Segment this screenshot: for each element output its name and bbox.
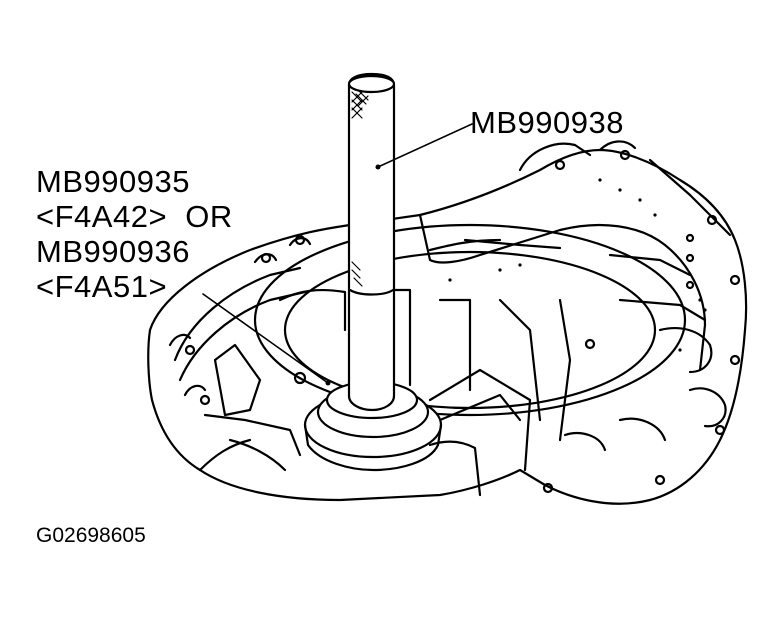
leader-line-installer-tool <box>377 123 473 168</box>
installer-tool-step <box>348 288 395 296</box>
case-outer-outline <box>147 148 748 505</box>
bolt-hole <box>542 482 554 494</box>
bolt-hole <box>729 274 741 286</box>
bolt-hole <box>184 344 196 356</box>
callout-seal-installer-line4: <F4A51> <box>36 269 168 304</box>
case-stipple <box>448 178 707 352</box>
bolt-hole <box>685 233 695 243</box>
callout-seal-installer-line3: MB990936 <box>36 234 190 269</box>
installer-tool-knurl <box>351 91 369 119</box>
installer-tool-shading <box>351 261 363 287</box>
bolt-hole <box>554 159 566 171</box>
bolt-hole <box>706 214 718 226</box>
case-upper-rib <box>518 140 732 237</box>
case-inner-web-2 <box>428 238 707 322</box>
case-inner-bore <box>253 223 687 417</box>
bolt-hole <box>293 371 307 385</box>
bolt-hole <box>199 394 211 406</box>
installer-tool-end-cap <box>347 74 396 94</box>
case-inner-web <box>278 288 572 442</box>
case-right-bosses <box>563 327 727 452</box>
case-flange-left <box>168 237 312 397</box>
callout-seal-installer-line2: <F4A42> OR <box>36 199 233 234</box>
leader-line-seal-installer <box>202 293 329 384</box>
callout-seal-installer-line1: MB990935 <box>36 164 190 199</box>
leader-dot <box>375 164 381 170</box>
bolt-hole <box>654 474 666 486</box>
bolt-hole <box>685 253 695 263</box>
case-lower-slope <box>428 368 532 497</box>
bolt-hole <box>584 338 596 350</box>
bolt-hole <box>729 354 741 366</box>
leader-dot <box>325 380 331 386</box>
case-left-lower <box>203 343 302 472</box>
bolt-hole <box>714 424 726 436</box>
bolt-hole <box>294 234 306 246</box>
installer-tool-rod <box>347 72 396 412</box>
bolt-hole <box>260 252 272 264</box>
bolt-hole <box>685 280 695 290</box>
callout-installer-tool: MB990938 <box>470 105 624 140</box>
case-upper-housing <box>418 213 707 372</box>
bolt-hole <box>619 149 631 161</box>
figure-id: G02698605 <box>36 524 146 547</box>
seal-installer-outer-wall <box>303 423 443 472</box>
